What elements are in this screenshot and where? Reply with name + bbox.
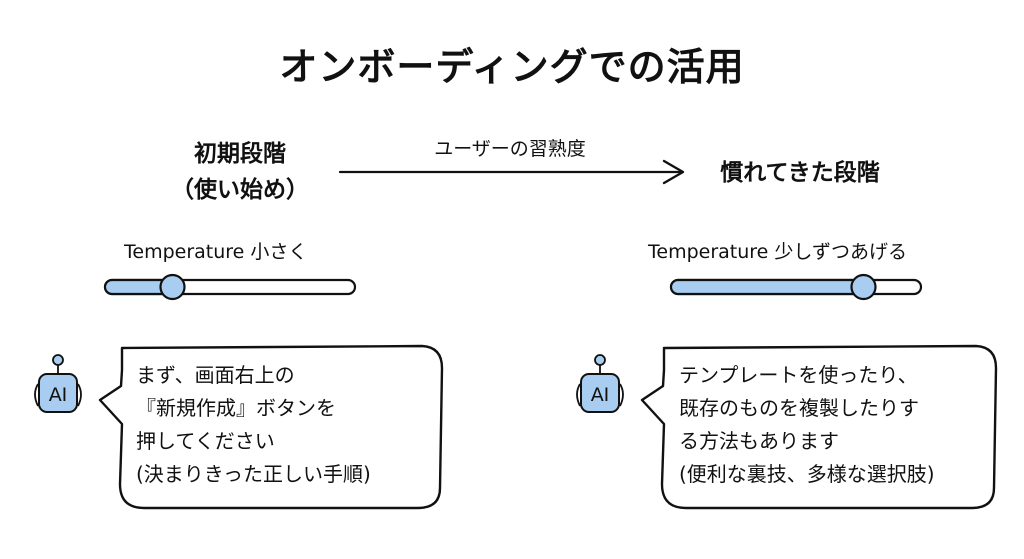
message-line: 押してください: [136, 429, 275, 453]
early-temperature-slider[interactable]: [100, 272, 360, 302]
message-line: る方法もあります: [679, 429, 839, 453]
early-temperature-label: Temperature 小さく: [124, 241, 308, 263]
experienced-temperature-slider[interactable]: [666, 272, 926, 302]
experienced-speech-bubble: [640, 344, 998, 510]
early-stage-title: 初期段階: [194, 141, 286, 167]
diagram-title: オンボーディングでの活用: [279, 45, 745, 89]
message-line: (決まりきった正しい手順): [136, 462, 371, 486]
experienced-temperature-label: Temperature 少しずつあげる: [648, 241, 908, 263]
early-speech-bubble: [98, 344, 444, 510]
message-line: (便利な裏技、多様な選択肢): [679, 462, 935, 486]
bot-label: AI: [49, 384, 68, 406]
bot-label: AI: [591, 384, 610, 406]
slider-thumb: [159, 273, 186, 301]
slider-fill: [669, 278, 865, 296]
early-message: まず、画面右上の 『新規作成』ボタンを 押してください (決まりきった正しい手順…: [136, 359, 371, 491]
early-stage-heading: 初期段階 （使い始め）: [140, 136, 340, 208]
slider-thumb: [850, 273, 877, 301]
experienced-message: テンプレートを使ったり、 既存のものを複製したりす る方法もあります (便利な裏…: [679, 359, 935, 491]
early-stage-subtitle: （使い始め）: [171, 177, 309, 203]
ai-robot-icon: AI: [576, 354, 624, 413]
proficiency-axis-label: ユーザーの習熟度: [434, 138, 586, 160]
message-line: まず、画面右上の: [136, 363, 295, 387]
message-line: 既存のものを複製したりす: [679, 396, 919, 420]
proficiency-arrow-icon: [338, 159, 685, 185]
message-line: テンプレートを使ったり、: [679, 363, 918, 387]
message-line: 『新規作成』ボタンを: [136, 396, 336, 420]
ai-robot-icon: AI: [34, 354, 82, 413]
experienced-stage-heading: 慣れてきた段階: [720, 160, 880, 186]
